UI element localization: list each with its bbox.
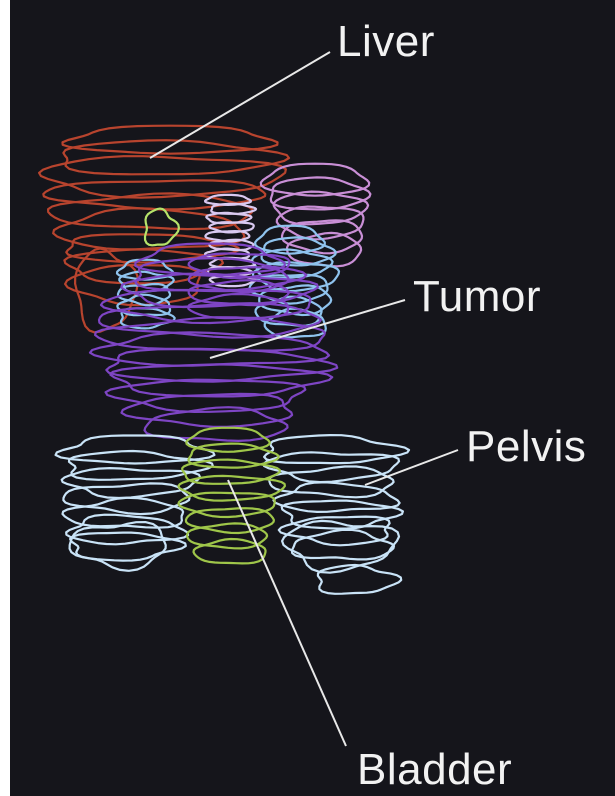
pelvis-contour [70,533,186,561]
bladder-leader-line [228,480,346,746]
pelvis-contour [264,435,409,463]
pelvis-contour [274,482,400,512]
liver-label: Liver [337,20,435,64]
pelvis-label: Pelvis [466,425,586,469]
pelvis-contour [318,565,401,594]
organ-contours [39,126,409,594]
figure-frame: Liver Tumor Pelvis Bladder [10,0,615,796]
tumor-label: Tumor [413,275,541,319]
bladder-label: Bladder [357,748,512,792]
liver-leader-line [150,52,330,158]
liver-contour [39,156,286,197]
pelvis-contour [62,468,200,498]
bladder-contour [194,539,266,563]
anatomy-render [10,0,615,796]
pelvis-contour [70,522,166,571]
tumor-contour [122,394,293,427]
